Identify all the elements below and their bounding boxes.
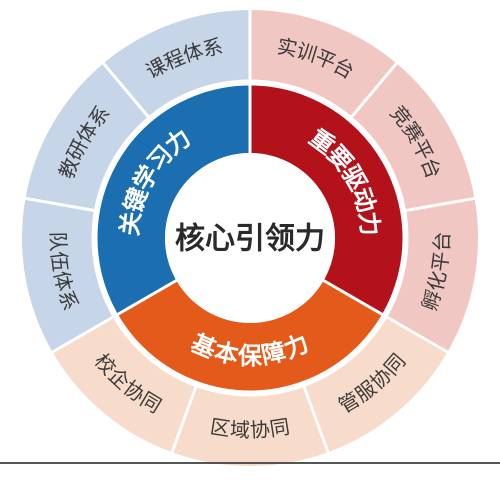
outer-segment	[103, 10, 250, 117]
outer-segment	[172, 386, 328, 466]
middle-ring: 关键学习力重要驱动力基本保障力	[91, 79, 409, 397]
outer-separator	[403, 196, 477, 213]
outer-separator	[50, 314, 116, 355]
middle-segment	[117, 280, 383, 391]
center-label: 核心引领力	[175, 222, 325, 257]
outer-segment	[304, 317, 448, 453]
outer-segment	[386, 198, 478, 352]
outer-separator	[23, 196, 97, 213]
outer-segment	[21, 198, 114, 352]
outer-separator	[101, 60, 151, 120]
outer-segment	[250, 10, 397, 117]
center-circle	[165, 153, 335, 323]
bottom-divider	[0, 462, 500, 464]
middle-separator	[115, 278, 179, 317]
middle-separator	[321, 278, 385, 317]
middle-segment	[97, 85, 250, 315]
center-hub: 核心引领力	[165, 153, 335, 323]
outer-separator	[384, 314, 450, 355]
outer-separator	[301, 384, 331, 455]
ring-gap	[91, 79, 409, 397]
outer-segment	[52, 317, 196, 453]
middle-segment	[250, 85, 403, 315]
outer-separator	[349, 60, 399, 120]
outer-ring: 课程体系实训平台竞赛平台孵化平台管服协同区域协同校企协同队伍体系教研体系	[21, 8, 478, 466]
outer-segment	[25, 63, 149, 211]
outer-segment	[351, 63, 475, 211]
outer-separator	[169, 384, 199, 455]
